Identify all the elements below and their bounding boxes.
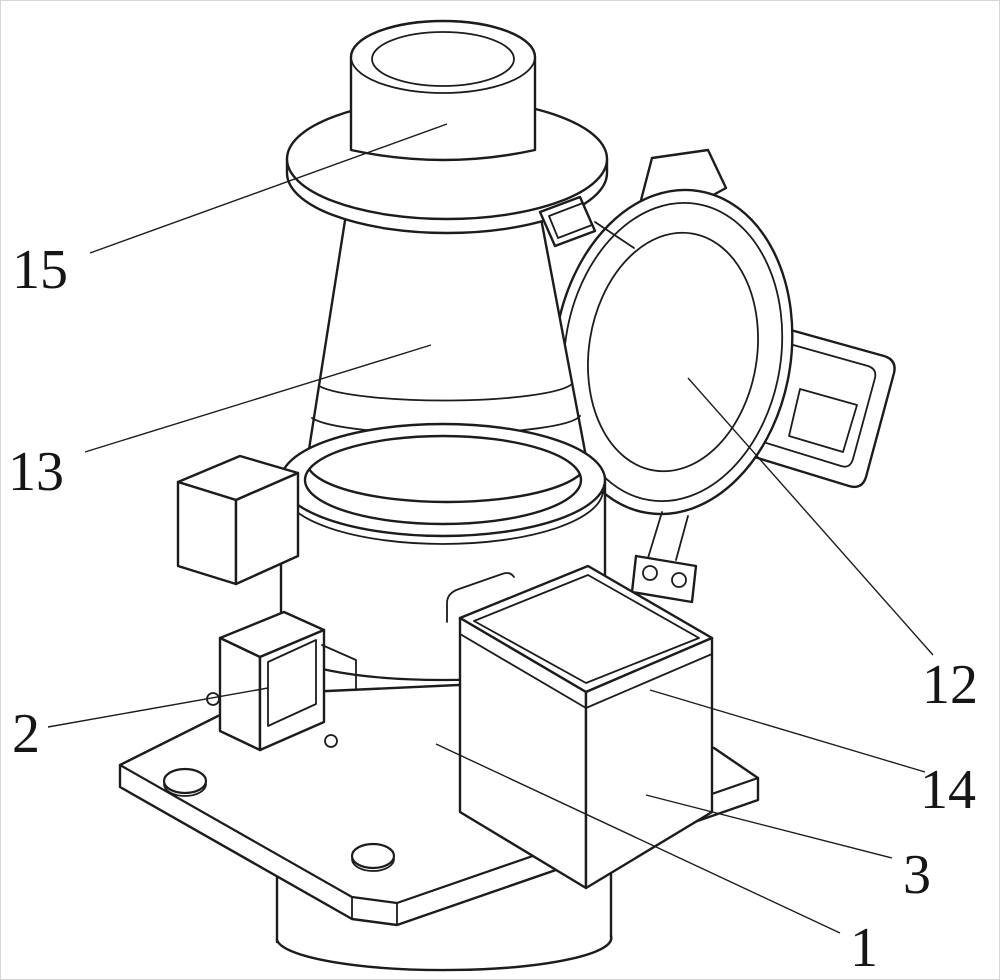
block-right-seam — [585, 653, 713, 709]
tube-rim-outer — [350, 20, 536, 94]
leader-14 — [649, 689, 926, 773]
tube-rim-inner — [371, 31, 515, 87]
leader-3 — [645, 794, 893, 859]
label-14: 14 — [920, 759, 976, 821]
block-front-seam — [459, 633, 587, 709]
cap-ring-groove — [562, 201, 784, 503]
part-cap-hinge — [630, 511, 698, 604]
label-2: 2 — [12, 703, 40, 765]
leader-lines — [47, 123, 934, 934]
hinge-arm-left — [647, 511, 663, 559]
latch-slot — [267, 639, 317, 727]
block-top-seam — [473, 574, 700, 684]
bracket-right-face — [234, 471, 300, 586]
tube-body — [349, 19, 537, 162]
cone-band-upper — [318, 383, 573, 402]
latch-pin-right — [324, 734, 338, 748]
latch-front-face — [218, 636, 262, 752]
bottom-cylinder-bottom-arc — [275, 934, 613, 972]
hinge-arm-right — [675, 515, 689, 561]
label-12: 12 — [922, 654, 978, 716]
leader-1 — [435, 743, 841, 934]
leader-12 — [687, 377, 934, 656]
label-3: 3 — [903, 844, 931, 906]
mount-hole-front-depth — [351, 858, 395, 872]
base-plate-corner-verticals — [351, 896, 398, 926]
bracket-front-face — [176, 480, 238, 586]
strap-link — [594, 221, 635, 249]
leader-13 — [84, 344, 432, 453]
handle-inner-window — [788, 388, 858, 453]
latch-wire — [321, 644, 357, 691]
mount-hole-left-depth — [163, 783, 207, 797]
label-15: 15 — [12, 239, 68, 301]
part-top-tube — [349, 19, 537, 162]
part-collar — [279, 422, 607, 545]
leader-15 — [89, 123, 448, 254]
part-cap-strap-bracket — [538, 195, 635, 249]
hinge-body — [630, 554, 698, 604]
mount-hole-front — [350, 842, 396, 870]
part-connector-block — [446, 564, 714, 890]
labels: 15 13 2 12 14 3 1 — [8, 239, 978, 979]
hinge-pin-left — [642, 565, 658, 581]
label-13: 13 — [8, 441, 64, 503]
label-1: 1 — [850, 917, 878, 979]
hinge-pin-right — [671, 572, 687, 588]
collar-ring — [279, 422, 607, 538]
collar-lower-rim — [282, 489, 604, 545]
mount-hole-left — [162, 767, 208, 795]
cap-ring-inner — [587, 231, 759, 473]
part-neck-cone — [305, 174, 589, 504]
strap-bracket-inner — [548, 202, 593, 239]
part-latch — [206, 610, 357, 752]
leader-2 — [47, 687, 269, 728]
part-side-bracket — [176, 454, 300, 586]
strap-bracket-outer — [538, 195, 597, 248]
latch-right-face — [258, 628, 326, 752]
block-corner-tab — [446, 572, 515, 623]
cone-outline — [305, 174, 589, 504]
handle-inner-frame — [749, 340, 877, 468]
part-flip-cap — [552, 148, 794, 516]
